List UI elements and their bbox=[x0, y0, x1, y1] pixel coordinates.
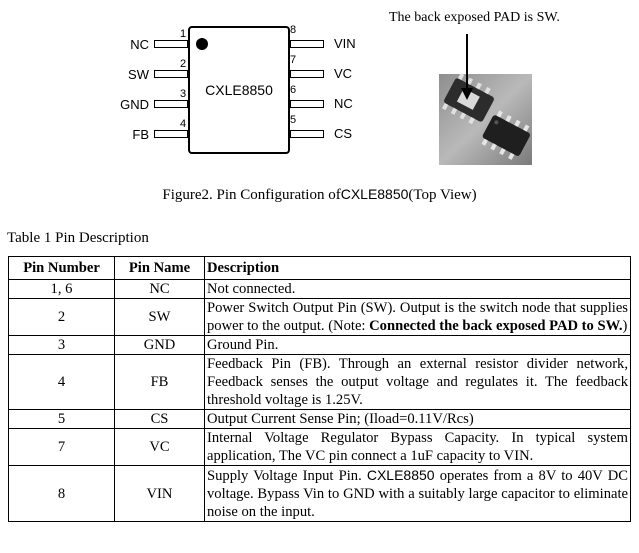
pin-name-cell: VC bbox=[114, 428, 205, 466]
pin-number-cell: 7 bbox=[8, 428, 115, 466]
table-row: 2 SW Power Switch Output Pin (SW). Outpu… bbox=[8, 298, 631, 336]
description-bold-note: Connected the back exposed PAD to SW. bbox=[369, 318, 623, 334]
pin-1-label: NC bbox=[130, 37, 149, 52]
exposed-pad-note: The back exposed PAD is SW. bbox=[389, 10, 560, 25]
pin-8-lead bbox=[290, 40, 324, 48]
caption-prefix: Figure2. Pin Configuration of bbox=[162, 187, 341, 203]
table-row: 1, 6 NC Not connected. bbox=[8, 279, 631, 299]
pin-number-cell: 2 bbox=[8, 298, 115, 336]
description-cell: Power Switch Output Pin (SW). Output is … bbox=[204, 298, 631, 336]
description-cell: Internal Voltage Regulator Bypass Capaci… bbox=[204, 428, 631, 466]
description-chip-name: CXLE8850 bbox=[366, 467, 435, 483]
pin-name-cell: FB bbox=[114, 354, 205, 410]
pin-6-lead bbox=[290, 100, 324, 108]
table-row: 4 FB Feedback Pin (FB). Through an exter… bbox=[8, 354, 631, 410]
pin-name-cell: VIN bbox=[114, 465, 205, 522]
pin-3-label: GND bbox=[120, 97, 149, 112]
pin-1-lead bbox=[154, 40, 188, 48]
description-text-end: ) bbox=[622, 318, 628, 334]
description-text: Supply Voltage Input Pin. bbox=[207, 468, 367, 484]
table-header-row: Pin Number Pin Name Description bbox=[8, 256, 631, 280]
pin-5-label: CS bbox=[334, 126, 353, 141]
description-cell: Not connected. bbox=[204, 279, 631, 299]
pin-6-number: 6 bbox=[290, 84, 297, 96]
caption-suffix: (Top View) bbox=[408, 187, 477, 203]
pin-3-lead bbox=[154, 100, 188, 108]
pin-number-cell: 4 bbox=[8, 354, 115, 410]
table-row: 8 VIN Supply Voltage Input Pin. CXLE8850… bbox=[8, 465, 631, 522]
header-pin-name: Pin Name bbox=[114, 256, 205, 280]
description-text: Power Switch Output Pin (SW). Output is … bbox=[207, 300, 628, 334]
pin-name-cell: CS bbox=[114, 409, 205, 429]
table-row: 7 VC Internal Voltage Regulator Bypass C… bbox=[8, 428, 631, 466]
pin-1-number: 1 bbox=[180, 28, 187, 40]
pin-4-lead bbox=[154, 130, 188, 138]
pin-number-cell: 3 bbox=[8, 335, 115, 355]
chip-name-label: CXLE8850 bbox=[205, 82, 273, 98]
caption-chip-name: CXLE8850 bbox=[340, 186, 409, 202]
pin-7-label: VC bbox=[334, 66, 353, 81]
description-cell: Feedback Pin (FB). Through an external r… bbox=[204, 354, 631, 410]
pin-6-label: NC bbox=[334, 96, 353, 111]
pin-7-number: 7 bbox=[290, 54, 297, 66]
pin-8-label: VIN bbox=[334, 36, 356, 51]
arrow-line bbox=[466, 34, 468, 92]
description-text-end: operates from a 8V to 40V DC voltage. By… bbox=[207, 468, 628, 520]
pin-7-lead bbox=[290, 70, 324, 78]
pin-name-cell: GND bbox=[114, 335, 205, 355]
header-description: Description bbox=[204, 256, 631, 280]
table-title: Table 1 Pin Description bbox=[7, 230, 149, 246]
description-cell: Ground Pin. bbox=[204, 335, 631, 355]
pin-8-number: 8 bbox=[290, 24, 297, 36]
pin-3-number: 3 bbox=[180, 88, 187, 100]
pin-4-label: FB bbox=[132, 127, 149, 142]
arrow-head-icon bbox=[461, 88, 473, 100]
pin-5-number: 5 bbox=[290, 114, 297, 126]
pin-configuration-figure: CXLE8850 1 2 3 4 NC SW GND FB 8 7 6 5 VI… bbox=[0, 0, 639, 203]
pin1-marker-dot bbox=[196, 38, 208, 50]
package-photo bbox=[439, 74, 532, 165]
table-row: 3 GND Ground Pin. bbox=[8, 335, 631, 355]
pin-number-cell: 5 bbox=[8, 409, 115, 429]
figure-caption: Figure2. Pin Configuration ofCXLE8850(To… bbox=[0, 186, 639, 204]
pin-2-label: SW bbox=[128, 67, 149, 82]
description-cell: Supply Voltage Input Pin. CXLE8850 opera… bbox=[204, 465, 631, 522]
pin-5-lead bbox=[290, 130, 324, 138]
pin-number-cell: 1, 6 bbox=[8, 279, 115, 299]
pin-2-lead bbox=[154, 70, 188, 78]
header-pin-number: Pin Number bbox=[8, 256, 115, 280]
pin-description-table: Pin Number Pin Name Description 1, 6 NC … bbox=[8, 256, 631, 522]
description-cell: Output Current Sense Pin; (Iload=0.11V/R… bbox=[204, 409, 631, 429]
pin-name-cell: SW bbox=[114, 298, 205, 336]
pin-number-cell: 8 bbox=[8, 465, 115, 522]
pin-2-number: 2 bbox=[180, 58, 187, 70]
table-row: 5 CS Output Current Sense Pin; (Iload=0.… bbox=[8, 409, 631, 429]
pin-4-number: 4 bbox=[180, 118, 187, 130]
pin-name-cell: NC bbox=[114, 279, 205, 299]
